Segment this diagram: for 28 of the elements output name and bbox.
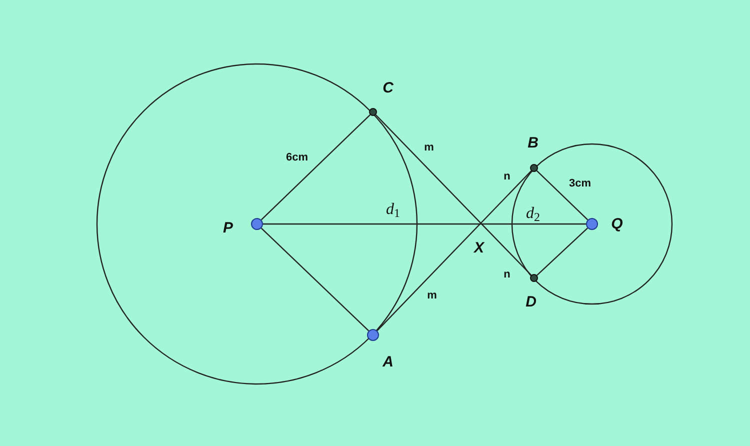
length-label: n (502, 172, 512, 182)
line-segment (260, 228, 370, 332)
point-label: X (473, 240, 485, 256)
length-label: m (426, 290, 438, 302)
point-marker (530, 274, 538, 282)
line-segment (376, 170, 532, 332)
point-label: Q (611, 216, 623, 232)
line-segment (263, 223, 586, 225)
edge-label: 3cm (568, 178, 592, 190)
distance-label: d$_{1}$ (385, 202, 401, 218)
line-segment (260, 114, 371, 220)
point-label: C (382, 80, 394, 96)
line-segment (375, 114, 532, 276)
point-marker (530, 164, 538, 172)
line-segment (536, 170, 588, 220)
point-label: P (223, 220, 233, 236)
point-marker (586, 218, 598, 230)
point-marker (251, 218, 263, 230)
length-label: m (423, 142, 435, 154)
point-label: D (526, 294, 536, 310)
line-segment (536, 228, 588, 276)
edge-label: 6cm (284, 152, 310, 164)
point-label: B (528, 136, 538, 150)
distance-label: d$_{2}$ (525, 206, 541, 222)
length-label: n (502, 270, 512, 280)
point-marker (367, 329, 379, 341)
point-marker (369, 108, 377, 116)
point-label: A (382, 354, 394, 370)
